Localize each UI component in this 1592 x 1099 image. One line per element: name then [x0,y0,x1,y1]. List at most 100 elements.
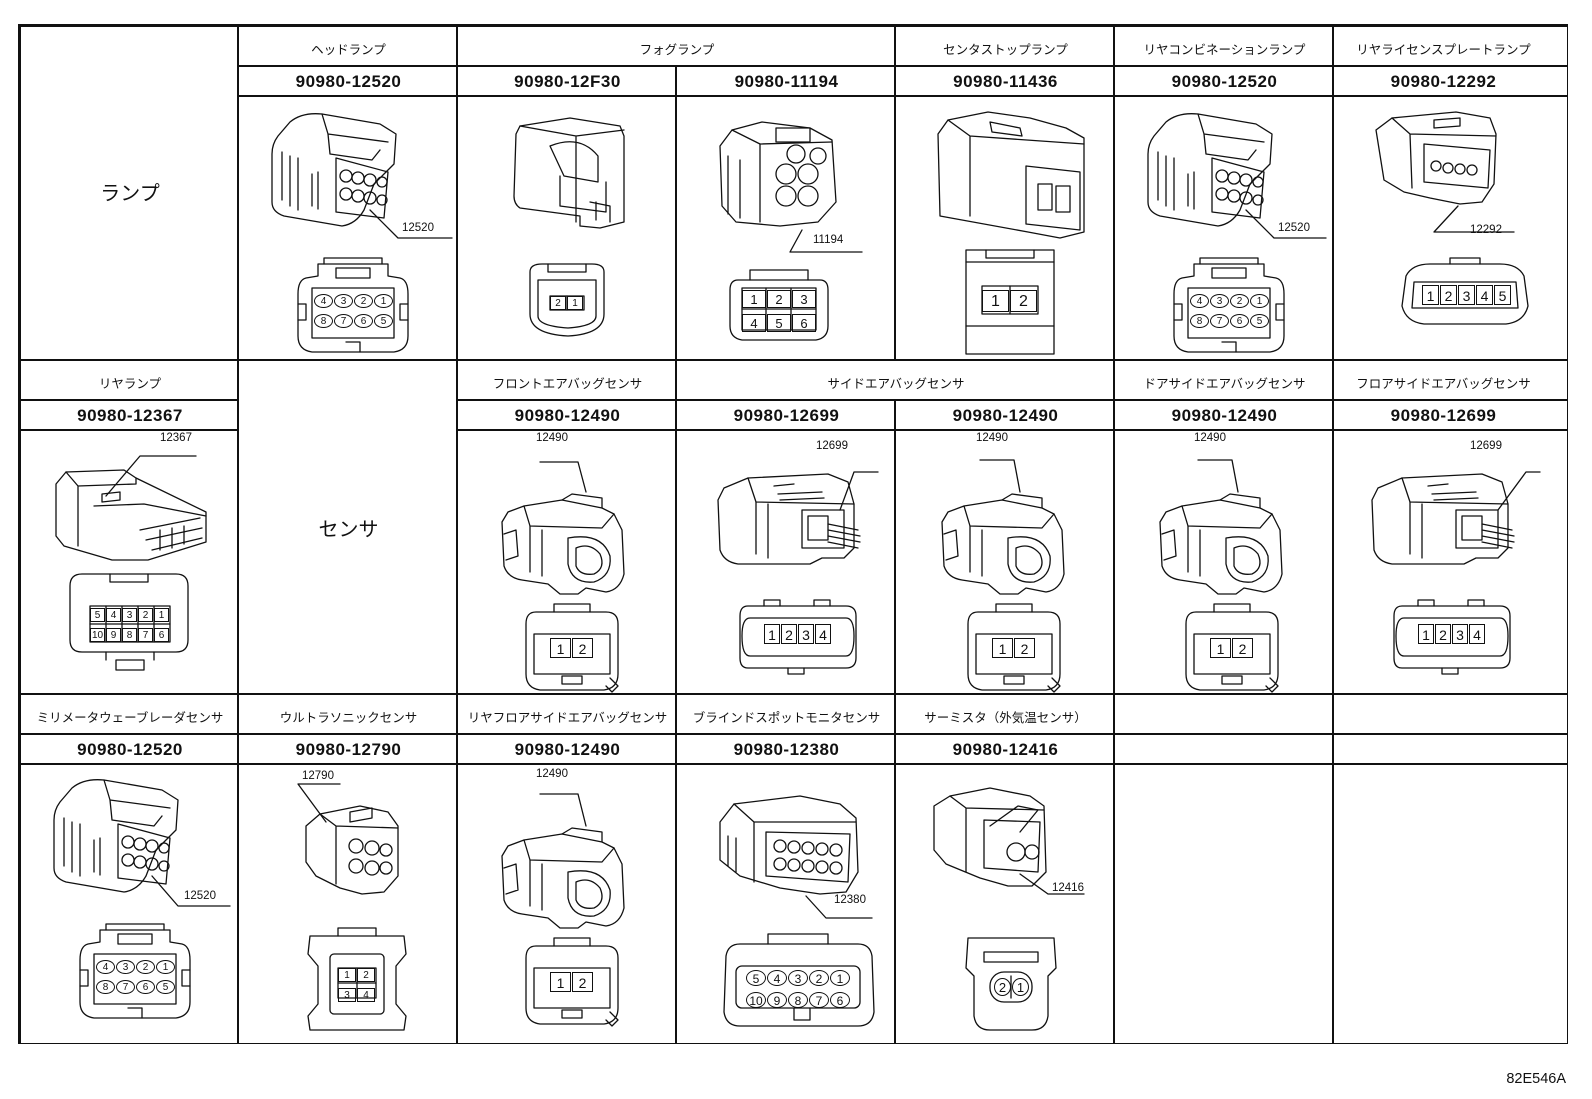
category-label-lamp: ランプ [100,181,160,205]
pin-number: 2 [357,968,375,982]
part-number: 90980-12380 [733,740,840,759]
part-row-millimeter-wave: 90980-12520 [20,734,238,764]
pin-number: 3 [338,988,356,1002]
leader-line [840,472,878,510]
header-center-stop: センタストップランプ [895,26,1114,66]
header-thermistor: サーミスタ（外気温センサ） [895,694,1114,734]
pin-number: 2 [354,294,373,308]
pin-number: 8 [96,980,115,994]
connector-iso-foglamp-2 [720,122,836,226]
name-license-plate: リヤライセンスプレートランプ [1356,42,1531,57]
leader-line [806,896,872,918]
category-cell-sensor: センサ [238,360,457,694]
connector-iso-headlamp [271,113,397,227]
part-row-rear-floor-side-airbag: 90980-12490 [457,734,676,764]
part-number: 90980-12699 [1390,406,1497,425]
pin-number: 8 [122,628,137,642]
leader-line [106,456,196,496]
leader-label: 11194 [813,234,844,246]
leader-label: 12367 [160,432,192,444]
drawing-door-side-airbag [1114,430,1333,694]
connector-iso-ultrasonic [306,806,398,894]
pin-number: 7 [809,992,829,1008]
pin-number: 1 [550,638,571,658]
part-row-door-side-airbag: 90980-12490 [1114,400,1333,430]
pin-number: 4 [1469,624,1485,644]
part-number: 90980-12490 [1171,406,1278,425]
drawing-empty-1 [1114,764,1333,1044]
drawing-foglamp-1 [457,96,676,360]
header-front-airbag: フロントエアバッグセンサ [457,360,676,400]
part-row-blind-spot: 90980-12380 [676,734,895,764]
pin-number: 7 [116,980,135,994]
drawing-millimeter-wave [20,764,238,1044]
pin-number: 4 [815,624,831,644]
pin-number: 1 [1250,294,1269,308]
pin-number: 2 [550,296,566,310]
header-floor-side-airbag: フロアサイドエアバッグセンサ [1333,360,1568,400]
connector-iso-side-airbag-1 [717,473,861,565]
figure-code: 82E546A [1506,1071,1566,1087]
pin-number: 3 [1452,624,1468,644]
part-number: 90980-12490 [514,740,621,759]
part-number: 90980-12416 [952,740,1059,759]
pin-number: 2 [994,978,1011,996]
pin-number: 4 [767,970,787,986]
part-row-rear-combination: 90980-12520 [1114,66,1333,96]
connector-face-millimeter-wave [79,923,191,1019]
leader-line [1434,206,1514,232]
pin-number: 6 [1230,314,1249,328]
part-number: 90980-11194 [734,72,839,91]
leader-line [1198,460,1238,492]
pin-number: 1 [374,294,393,308]
pin-number: 7 [334,314,353,328]
leader-label: 12416 [1052,882,1084,894]
leader-line [540,794,586,826]
leader-label: 12699 [816,440,848,452]
pin-number: 2 [136,960,155,974]
part-number: 90980-12367 [77,406,183,425]
pin-number: 2 [767,290,791,308]
pin-number: 2 [809,970,829,986]
pin-number: 2 [572,638,593,658]
connector-iso-foglamp-1 [514,118,624,228]
pin-number: 4 [1190,294,1209,308]
pin-number: 1 [1422,285,1439,305]
pin-number: 4 [742,314,766,332]
drawing-ultrasonic [238,764,457,1044]
pin-number: 3 [792,290,816,308]
connector-iso-door-side-airbag [1159,493,1283,595]
pin-number: 7 [1210,314,1229,328]
header-rear-lamp: リヤランプ [20,360,238,400]
leader-line [298,784,340,822]
header-headlamp: ヘッドランプ [238,26,457,66]
drawing-empty-2 [1333,764,1568,1044]
pin-number: 3 [334,294,353,308]
connector-chart: ランプ ヘッドランプ フォグランプ センタストップランプ リヤコンビネーションラ… [18,24,1568,1044]
part-row-empty-2 [1333,734,1568,764]
pin-number: 5 [1250,314,1269,328]
drawing-floor-side-airbag [1333,430,1568,694]
pin-number: 3 [788,970,808,986]
pin-number: 3 [1458,285,1475,305]
leader-line [1246,210,1326,238]
drawing-rear-combination [1114,96,1333,360]
leader-line [370,210,452,238]
part-row-foglamp-1: 90980-12F30 [457,66,676,96]
connector-face-rear-lamp [70,574,188,670]
part-number: 90980-12520 [1171,72,1278,91]
leader-label: 12490 [976,432,1008,444]
pin-number: 1 [1210,638,1231,658]
drawing-license-plate [1333,96,1568,360]
pin-number: 5 [90,608,105,622]
leader-line [1020,874,1084,894]
connector-iso-center-stop [938,112,1084,238]
pin-number: 1 [742,290,766,308]
pin-number: 6 [354,314,373,328]
pin-number: 2 [138,608,153,622]
drawing-front-airbag [457,430,676,694]
pin-number: 3 [1210,294,1229,308]
leader-label: 12790 [302,770,334,782]
pin-number: 9 [767,992,787,1008]
part-row-ultrasonic: 90980-12790 [238,734,457,764]
